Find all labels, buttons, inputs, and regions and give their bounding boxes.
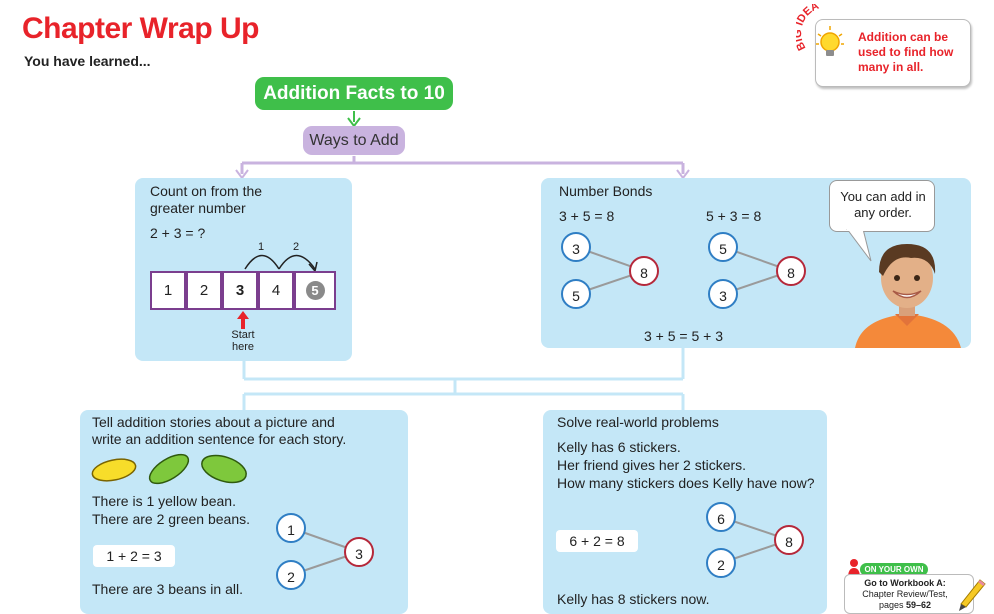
big-idea-text: Addition can be used to find how many in… bbox=[858, 30, 954, 74]
speech-tail bbox=[846, 229, 872, 262]
bond-whole-circle: 8 bbox=[629, 256, 659, 286]
bond-equation-2: 5 + 3 = 8 bbox=[706, 208, 762, 224]
real-world-heading: Solve real-world problems bbox=[557, 414, 719, 430]
count-on-panel: Count on from the greater number 2 + 3 =… bbox=[135, 178, 352, 361]
story-line-2: Her friend gives her 2 stickers. bbox=[557, 457, 747, 473]
start-label: Start here bbox=[231, 329, 255, 353]
real-world-answer: Kelly has 8 stickers now. bbox=[557, 591, 710, 607]
jump-label-1: 1 bbox=[258, 241, 265, 253]
bond-part-circle: 5 bbox=[708, 232, 738, 262]
bond-part-circle: 2 bbox=[276, 560, 306, 590]
number-cell-start: 3 bbox=[224, 273, 258, 308]
number-cell: 1 bbox=[152, 273, 186, 308]
stories-equation: 1 + 2 = 3 bbox=[93, 545, 175, 567]
speech-text: You can add in any order. bbox=[840, 189, 926, 220]
big-idea-card bbox=[815, 19, 971, 87]
count-on-heading-line2: greater number bbox=[150, 200, 246, 216]
bond-equation-1: 3 + 5 = 8 bbox=[559, 208, 615, 224]
sub-topic: Ways to Add bbox=[303, 126, 405, 155]
main-topic: Addition Facts to 10 bbox=[255, 77, 453, 110]
bond-part-circle: 1 bbox=[276, 513, 306, 543]
number-cell: 4 bbox=[260, 273, 294, 308]
stories-conclusion: There are 3 beans in all. bbox=[92, 581, 243, 597]
real-world-equation: 6 + 2 = 8 bbox=[556, 530, 638, 552]
number-line: 1 2 3 4 5 bbox=[150, 271, 336, 310]
speech-bubble: You can add in any order. bbox=[829, 180, 935, 232]
number-cell-end: 5 bbox=[296, 273, 334, 308]
story-line-1: Kelly has 6 stickers. bbox=[557, 439, 681, 455]
pencil-icon bbox=[959, 579, 986, 611]
page-title: Chapter Wrap Up bbox=[22, 12, 259, 45]
big-idea-badge: BIG IDEA bbox=[796, 4, 844, 56]
on-your-own-badge: ON YOUR OWN bbox=[860, 563, 928, 576]
lightbulb-icon bbox=[816, 26, 844, 56]
jump-label-2: 2 bbox=[293, 241, 300, 253]
story-question: How many stickers does Kelly have now? bbox=[557, 475, 815, 491]
bond-part-circle: 5 bbox=[561, 279, 591, 309]
commutative-equation: 3 + 5 = 5 + 3 bbox=[644, 328, 724, 344]
stories-panel: Tell addition stories about a picture an… bbox=[80, 410, 408, 614]
real-world-panel: Solve real-world problems Kelly has 6 st… bbox=[543, 410, 827, 614]
real-world-bond-links bbox=[720, 516, 790, 564]
workbook-note: Go to Workbook A: Chapter Review/Test, p… bbox=[844, 574, 974, 614]
count-on-heading-line1: Count on from the bbox=[150, 183, 263, 199]
boy-illustration bbox=[855, 244, 961, 348]
count-on-equation: 2 + 3 = ? bbox=[150, 225, 206, 241]
bond-part-circle: 6 bbox=[706, 502, 736, 532]
bond-part-circle: 3 bbox=[708, 279, 738, 309]
bond-whole-circle: 8 bbox=[774, 525, 804, 555]
bond-part-circle: 3 bbox=[561, 232, 591, 262]
jump-arcs bbox=[244, 254, 318, 273]
beans-picture bbox=[91, 453, 247, 485]
bond-whole-circle: 3 bbox=[344, 537, 374, 567]
stories-bond-links bbox=[290, 527, 360, 576]
page-subtitle: You have learned... bbox=[24, 53, 151, 69]
stories-instruction-line2: write an addition sentence for each stor… bbox=[92, 431, 347, 447]
bond-whole-circle: 8 bbox=[776, 256, 806, 286]
yellow-bean-fact: There is 1 yellow bean. bbox=[92, 493, 236, 509]
workbook-text: Go to Workbook A: Chapter Review/Test, p… bbox=[862, 578, 948, 610]
number-bonds-heading: Number Bonds bbox=[559, 183, 653, 199]
green-bean-fact: There are 2 green beans. bbox=[92, 511, 250, 527]
arrow-up-icon bbox=[237, 311, 249, 329]
answer-marker: 5 bbox=[305, 281, 325, 300]
number-cell: 2 bbox=[188, 273, 222, 308]
bond-part-circle: 2 bbox=[706, 548, 736, 578]
stories-instruction-line1: Tell addition stories about a picture an… bbox=[92, 414, 335, 430]
workbook-pages: 59–62 bbox=[906, 600, 932, 610]
